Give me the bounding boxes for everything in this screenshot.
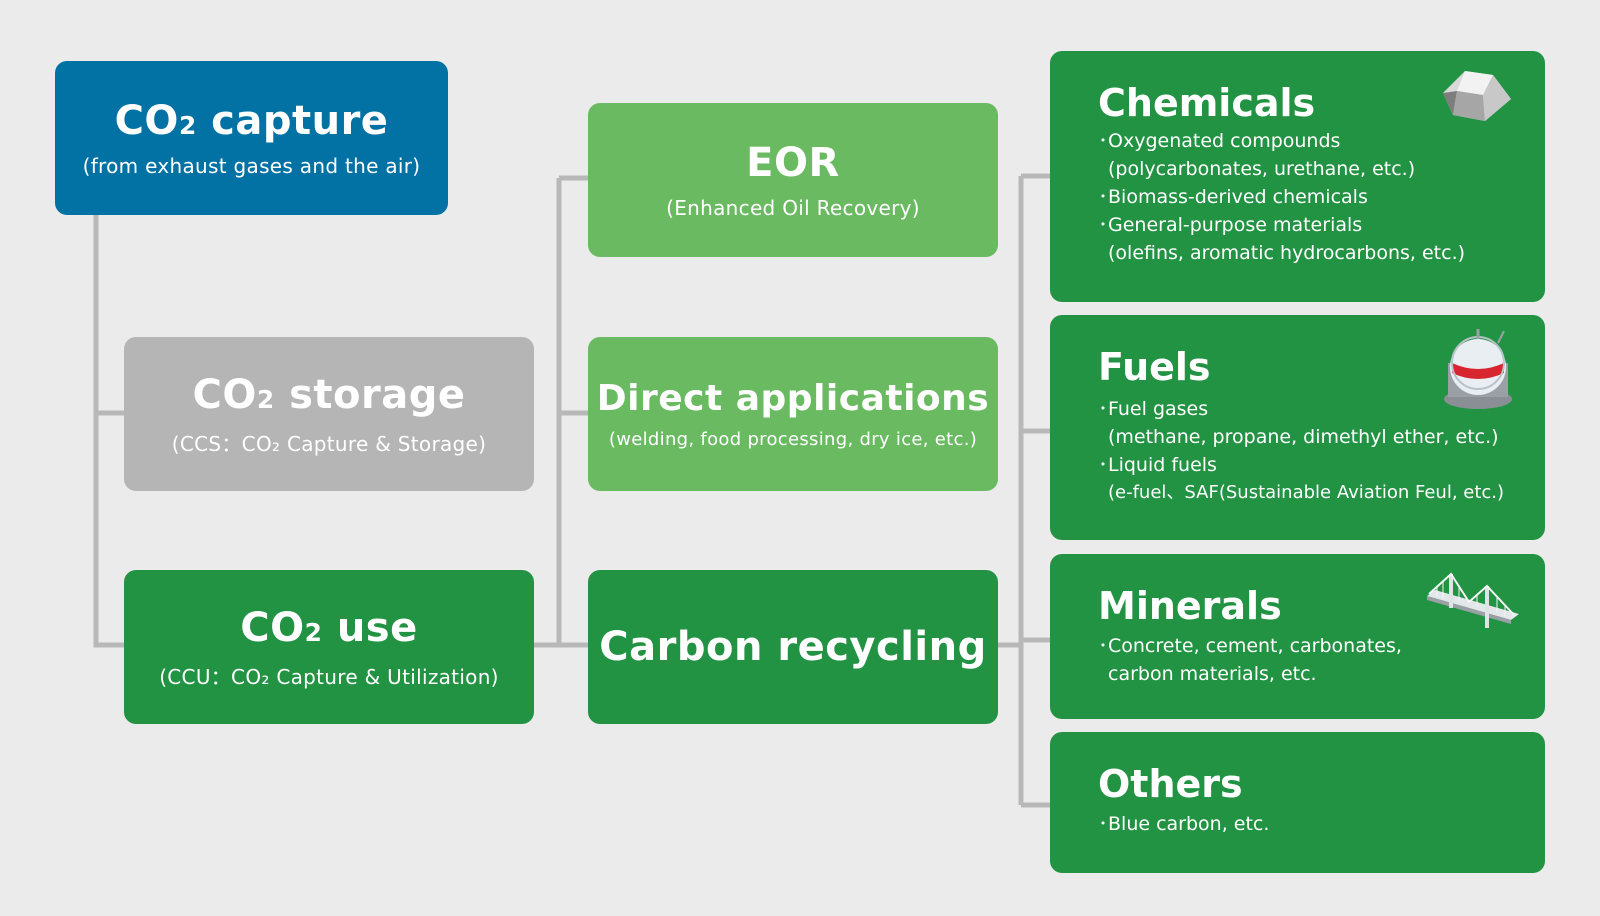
chemicals-list: ･Oxygenated compounds (polycarbonates, u… (1098, 127, 1465, 267)
list-item-detail: carbon materials, etc. (1108, 663, 1317, 685)
minerals-list: ･Concrete, cement, carbonates, carbon ma… (1098, 632, 1402, 688)
eor-box: EOR (Enhanced Oil Recovery) (588, 103, 998, 257)
carbon-recycling-title: Carbon recycling (599, 624, 987, 670)
others-title: Others (1098, 762, 1243, 806)
list-item-detail: (polycarbonates, urethane, etc.) (1108, 158, 1416, 180)
connector-recycling-branch (998, 173, 1050, 808)
list-item: ･Blue carbon, etc. (1098, 813, 1270, 835)
others-box: Others ･Blue carbon, etc. (1050, 732, 1545, 873)
connector-capture-branch (93, 212, 124, 648)
list-item: ･Biomass-derived chemicals (1098, 186, 1368, 208)
chemicals-box: Chemicals ･Oxygenated compounds (polycar… (1050, 51, 1545, 302)
list-item: ･Oxygenated compounds (1098, 130, 1341, 152)
fuels-list: ･Fuel gases (methane, propane, dimethyl … (1098, 395, 1504, 507)
direct-applications-title: Direct applications (596, 377, 990, 419)
list-item-detail: (olefins, aromatic hydrocarbons, etc.) (1108, 242, 1466, 264)
co2-capture-title: CO2 capture (114, 98, 389, 144)
carbon-recycling-box: Carbon recycling (588, 570, 998, 724)
co2-use-title: CO2 use (240, 604, 418, 651)
co2-storage-title: CO2 storage (192, 371, 466, 418)
list-item: ･General-purpose materials (1098, 214, 1363, 236)
minerals-title: Minerals (1098, 584, 1282, 628)
co2-use-subtitle: (CCU：CO₂ Capture & Utilization) (159, 664, 499, 689)
co2-use-box: CO2 use (CCU：CO₂ Capture & Utilization) (124, 570, 534, 724)
minerals-box: Minerals ･Concrete, cement, carbonates, … (1050, 554, 1545, 719)
eor-subtitle: (Enhanced Oil Recovery) (666, 196, 920, 220)
bridge-icon (1427, 572, 1519, 628)
co2-capture-subtitle: (from exhaust gases and the air) (82, 154, 421, 178)
list-item: ･Concrete, cement, carbonates, (1098, 635, 1402, 657)
list-item: ･Fuel gases (1098, 398, 1209, 420)
rock-icon (1443, 71, 1511, 121)
co2-capture-box: CO2 capture (from exhaust gases and the … (55, 61, 448, 215)
co2-storage-box: CO2 storage (CCS：CO₂ Capture & Storage) (124, 337, 534, 491)
fuels-title: Fuels (1098, 345, 1211, 389)
list-item-detail: (e-fuel、SAF(Sustainable Aviation Feul, e… (1108, 482, 1505, 503)
gas-tank-icon (1444, 329, 1512, 409)
connector-use-branch (526, 175, 588, 648)
co2-storage-subtitle: (CCS：CO₂ Capture & Storage) (171, 431, 487, 456)
list-item: ･Liquid fuels (1098, 454, 1217, 476)
direct-applications-box: Direct applications (welding, food proce… (588, 337, 998, 491)
fuels-box: Fuels ･Fuel gases (methane, propane, dim… (1050, 315, 1545, 540)
list-item-detail: (methane, propane, dimethyl ether, etc.) (1108, 426, 1499, 448)
others-list: ･Blue carbon, etc. (1098, 810, 1269, 838)
eor-title: EOR (746, 140, 840, 186)
chemicals-title: Chemicals (1098, 81, 1316, 125)
direct-applications-subtitle: (welding, food processing, dry ice, etc.… (608, 429, 978, 451)
